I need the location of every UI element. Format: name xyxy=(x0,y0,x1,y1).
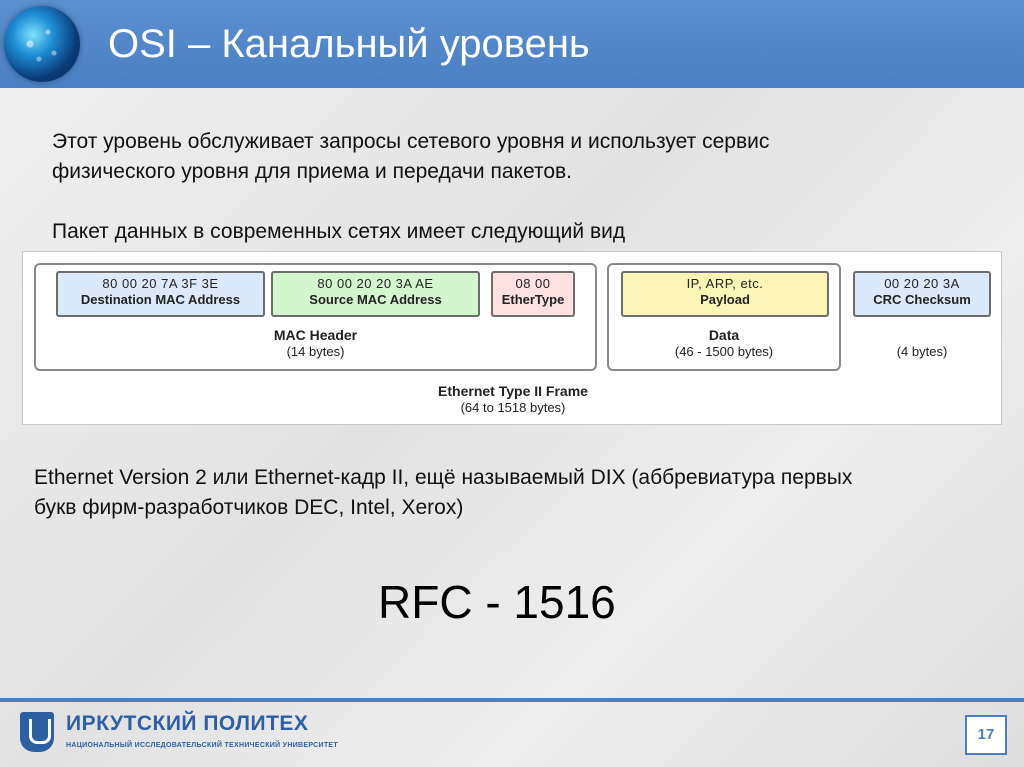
crc-value: 00 20 20 3A xyxy=(884,276,960,291)
crc-size: (4 bytes) xyxy=(896,344,948,359)
crc-caption: (4 bytes) xyxy=(853,344,991,360)
payload-field: IP, ARP, etc. Payload xyxy=(621,271,829,317)
destination-mac-field: 80 00 20 7A 3F 3E Destination MAC Addres… xyxy=(56,271,265,317)
packet-intro-text: Пакет данных в современных сетях имеет с… xyxy=(52,220,626,243)
source-mac-field: 80 00 20 20 3A AE Source MAC Address xyxy=(271,271,480,317)
frame-label: Ethernet Type II Frame xyxy=(438,383,588,399)
source-mac-value: 80 00 20 20 3A AE xyxy=(317,276,434,291)
university-name: ИРКУТСКИЙ ПОЛИТЕХ xyxy=(66,712,309,735)
slide-header: OSI – Канальный уровень xyxy=(0,0,1024,88)
footer-divider xyxy=(0,698,1024,702)
rfc-number: RFC - 1516 xyxy=(378,576,616,628)
frame-caption: Ethernet Type II Frame (64 to 1518 bytes… xyxy=(323,383,703,416)
globe-network-icon xyxy=(4,6,80,82)
mac-header-size: (14 bytes) xyxy=(286,344,345,359)
crc-label: CRC Checksum xyxy=(873,292,971,307)
intro-text-line1: Этот уровень обслуживает запросы сетевог… xyxy=(52,130,770,153)
data-caption: Data (46 - 1500 bytes) xyxy=(607,327,841,360)
university-shield-icon xyxy=(20,712,54,752)
slide-title: OSI – Канальный уровень xyxy=(108,22,590,66)
payload-value: IP, ARP, etc. xyxy=(686,276,764,291)
data-label: Data xyxy=(708,327,740,343)
data-size: (46 - 1500 bytes) xyxy=(674,344,774,359)
ethertype-field: 08 00 EtherType xyxy=(491,271,575,317)
university-subtitle: НАЦИОНАЛЬНЫЙ ИССЛЕДОВАТЕЛЬСКИЙ ТЕХНИЧЕСК… xyxy=(66,742,338,749)
destination-mac-label: Destination MAC Address xyxy=(80,292,241,307)
payload-label: Payload xyxy=(700,292,750,307)
page-number: 17 xyxy=(965,715,1007,755)
destination-mac-value: 80 00 20 7A 3F 3E xyxy=(102,276,219,291)
ethertype-value: 08 00 xyxy=(515,276,551,291)
ethertype-label: EtherType xyxy=(501,292,565,307)
ethernet-description-line1: Ethernet Version 2 или Ethernet-кадр II,… xyxy=(34,466,853,489)
mac-header-caption: MAC Header (14 bytes) xyxy=(34,327,597,360)
mac-header-label: MAC Header xyxy=(273,327,358,343)
ethernet-frame-diagram: 80 00 20 7A 3F 3E Destination MAC Addres… xyxy=(22,251,1002,425)
frame-size: (64 to 1518 bytes) xyxy=(460,400,566,415)
source-mac-label: Source MAC Address xyxy=(309,292,442,307)
intro-text-line2: физического уровня для приема и передачи… xyxy=(52,160,573,183)
crc-field: 00 20 20 3A CRC Checksum xyxy=(853,271,991,317)
ethernet-description-line2: букв фирм-разработчиков DEC, Intel, Xero… xyxy=(34,496,464,519)
